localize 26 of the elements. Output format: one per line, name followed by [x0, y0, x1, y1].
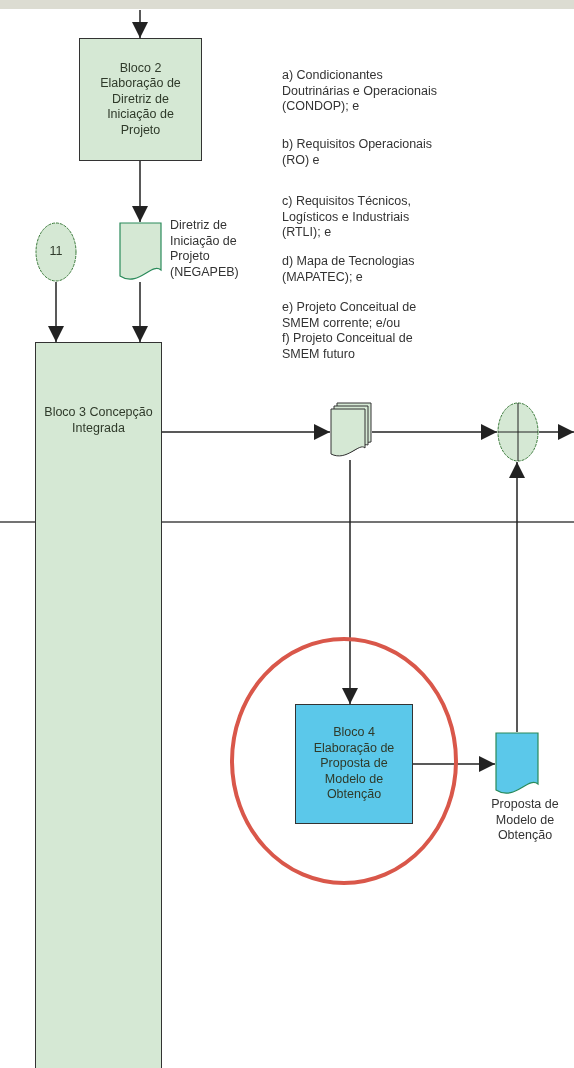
document-caption: Proposta de Modelo de Obtenção	[490, 797, 560, 844]
connector-circle	[35, 222, 77, 282]
arrow	[132, 160, 148, 223]
document-caption: f) Projeto Conceitual de SMEM futuro	[282, 331, 414, 362]
process-box	[35, 342, 162, 1068]
node-label: Bloco 2 Elaboração de Diretriz de Iniciação de Projeto	[99, 60, 182, 139]
arrow	[342, 459, 358, 705]
document-caption: a) Condicionantes Doutrinárias e Operacionais (CONDOP); e	[282, 68, 438, 115]
arrow	[48, 281, 64, 343]
arrow	[132, 281, 148, 343]
arrow	[538, 424, 574, 440]
document-caption: b) Requisitos Operacionais (RO) e	[282, 137, 434, 168]
arrow	[371, 424, 498, 440]
process-box	[79, 38, 202, 161]
node-label: Bloco 3 Concepção Integrada	[43, 405, 154, 436]
node-label: Bloco 4 Elaboração de Proposta de Modelo de Obtenção	[312, 725, 396, 803]
document-caption: Diretriz de Iniciação de Projeto (NEGAPEB)	[170, 218, 240, 280]
arrow	[509, 461, 525, 733]
summing-junction-circle	[497, 402, 539, 462]
arrow	[412, 756, 496, 772]
node-label: 11	[48, 244, 64, 260]
document-caption: d) Mapa de Tecnologias (MAPATEC); e	[282, 254, 416, 285]
arrow	[132, 9, 148, 39]
document-caption: c) Requisitos Técnicos, Logísticos e Industriais (RTLI); e	[282, 194, 412, 241]
arrow	[161, 424, 331, 440]
process-box	[295, 704, 413, 824]
